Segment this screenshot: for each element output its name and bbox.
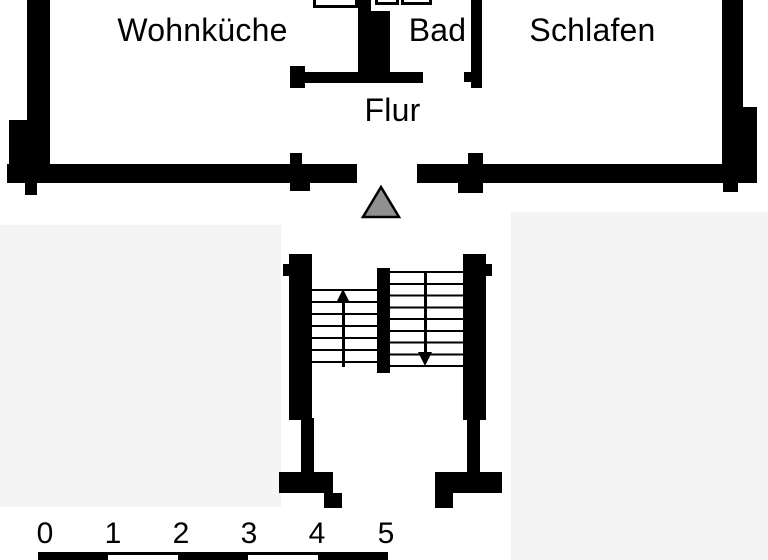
scale-tick-0: 0 (36, 517, 54, 550)
wall-tick (486, 264, 492, 276)
stairs-up-arrow-icon (342, 301, 345, 367)
wall-bad-right (471, 0, 482, 88)
scale-bar-segment (248, 555, 318, 560)
stairwell-wall-left-stem (301, 418, 314, 472)
stairs-up-arrowhead-icon (336, 289, 350, 303)
wall-tick (290, 183, 310, 191)
stairwell-wall-right (463, 254, 486, 420)
wall-bottom-right-segment (417, 164, 757, 183)
wall-tick (468, 153, 483, 164)
entrance-arrow-icon (360, 184, 402, 219)
stairs-down-arrow-icon (424, 272, 427, 352)
kitchen-fixture-icon (313, 0, 358, 8)
scale-tick-2: 2 (172, 517, 190, 550)
stairs-down-arrowhead-icon (418, 352, 432, 366)
wall-tick (283, 264, 289, 276)
stair-treads-down-flight (390, 271, 463, 367)
scale-tick-5: 5 (377, 517, 395, 550)
wall-bad-left-top (358, 0, 371, 12)
stairwell-wall-right-foot (435, 472, 502, 493)
room-label-schlafen: Schlafen (529, 12, 656, 48)
room-label-bad: Bad (408, 12, 467, 48)
stairwell-wall-right-stem (467, 418, 480, 472)
wall-tick (290, 83, 305, 88)
scale-tick-4: 4 (308, 517, 326, 550)
room-label-flur: Flur (364, 92, 421, 128)
wall-bottom-left-segment (7, 164, 357, 183)
wall-bad-left (358, 11, 390, 73)
wall-tick (458, 183, 483, 193)
stairwell-wall-left-foot (279, 472, 333, 493)
room-label-wohnkueche: Wohnküche (117, 12, 288, 48)
scale-bar (38, 552, 388, 560)
wall-tick (723, 183, 738, 192)
wall-right-exterior (722, 0, 743, 165)
wall-tick (290, 153, 302, 164)
wall-tick (290, 66, 305, 72)
scale-tick-3: 3 (240, 517, 258, 550)
wall-tick (464, 72, 471, 82)
wall-right-exterior-bump (743, 107, 757, 164)
stairwell-wall-left-foot-end (324, 493, 342, 508)
bathroom-fixture-icon (401, 0, 432, 5)
stairwell-wall-right-foot-end (435, 493, 453, 508)
scale-bar-segment (108, 555, 178, 560)
wall-bad-bottom (290, 72, 423, 83)
bathroom-fixture-icon (375, 0, 399, 5)
stairwell-wall-middle (377, 268, 390, 373)
wall-tick (25, 183, 37, 195)
scale-tick-1: 1 (104, 517, 122, 550)
stairwell-wall-left (289, 254, 312, 420)
adjacent-area-shading-left (0, 225, 281, 507)
adjacent-area-shading-right (511, 212, 768, 560)
